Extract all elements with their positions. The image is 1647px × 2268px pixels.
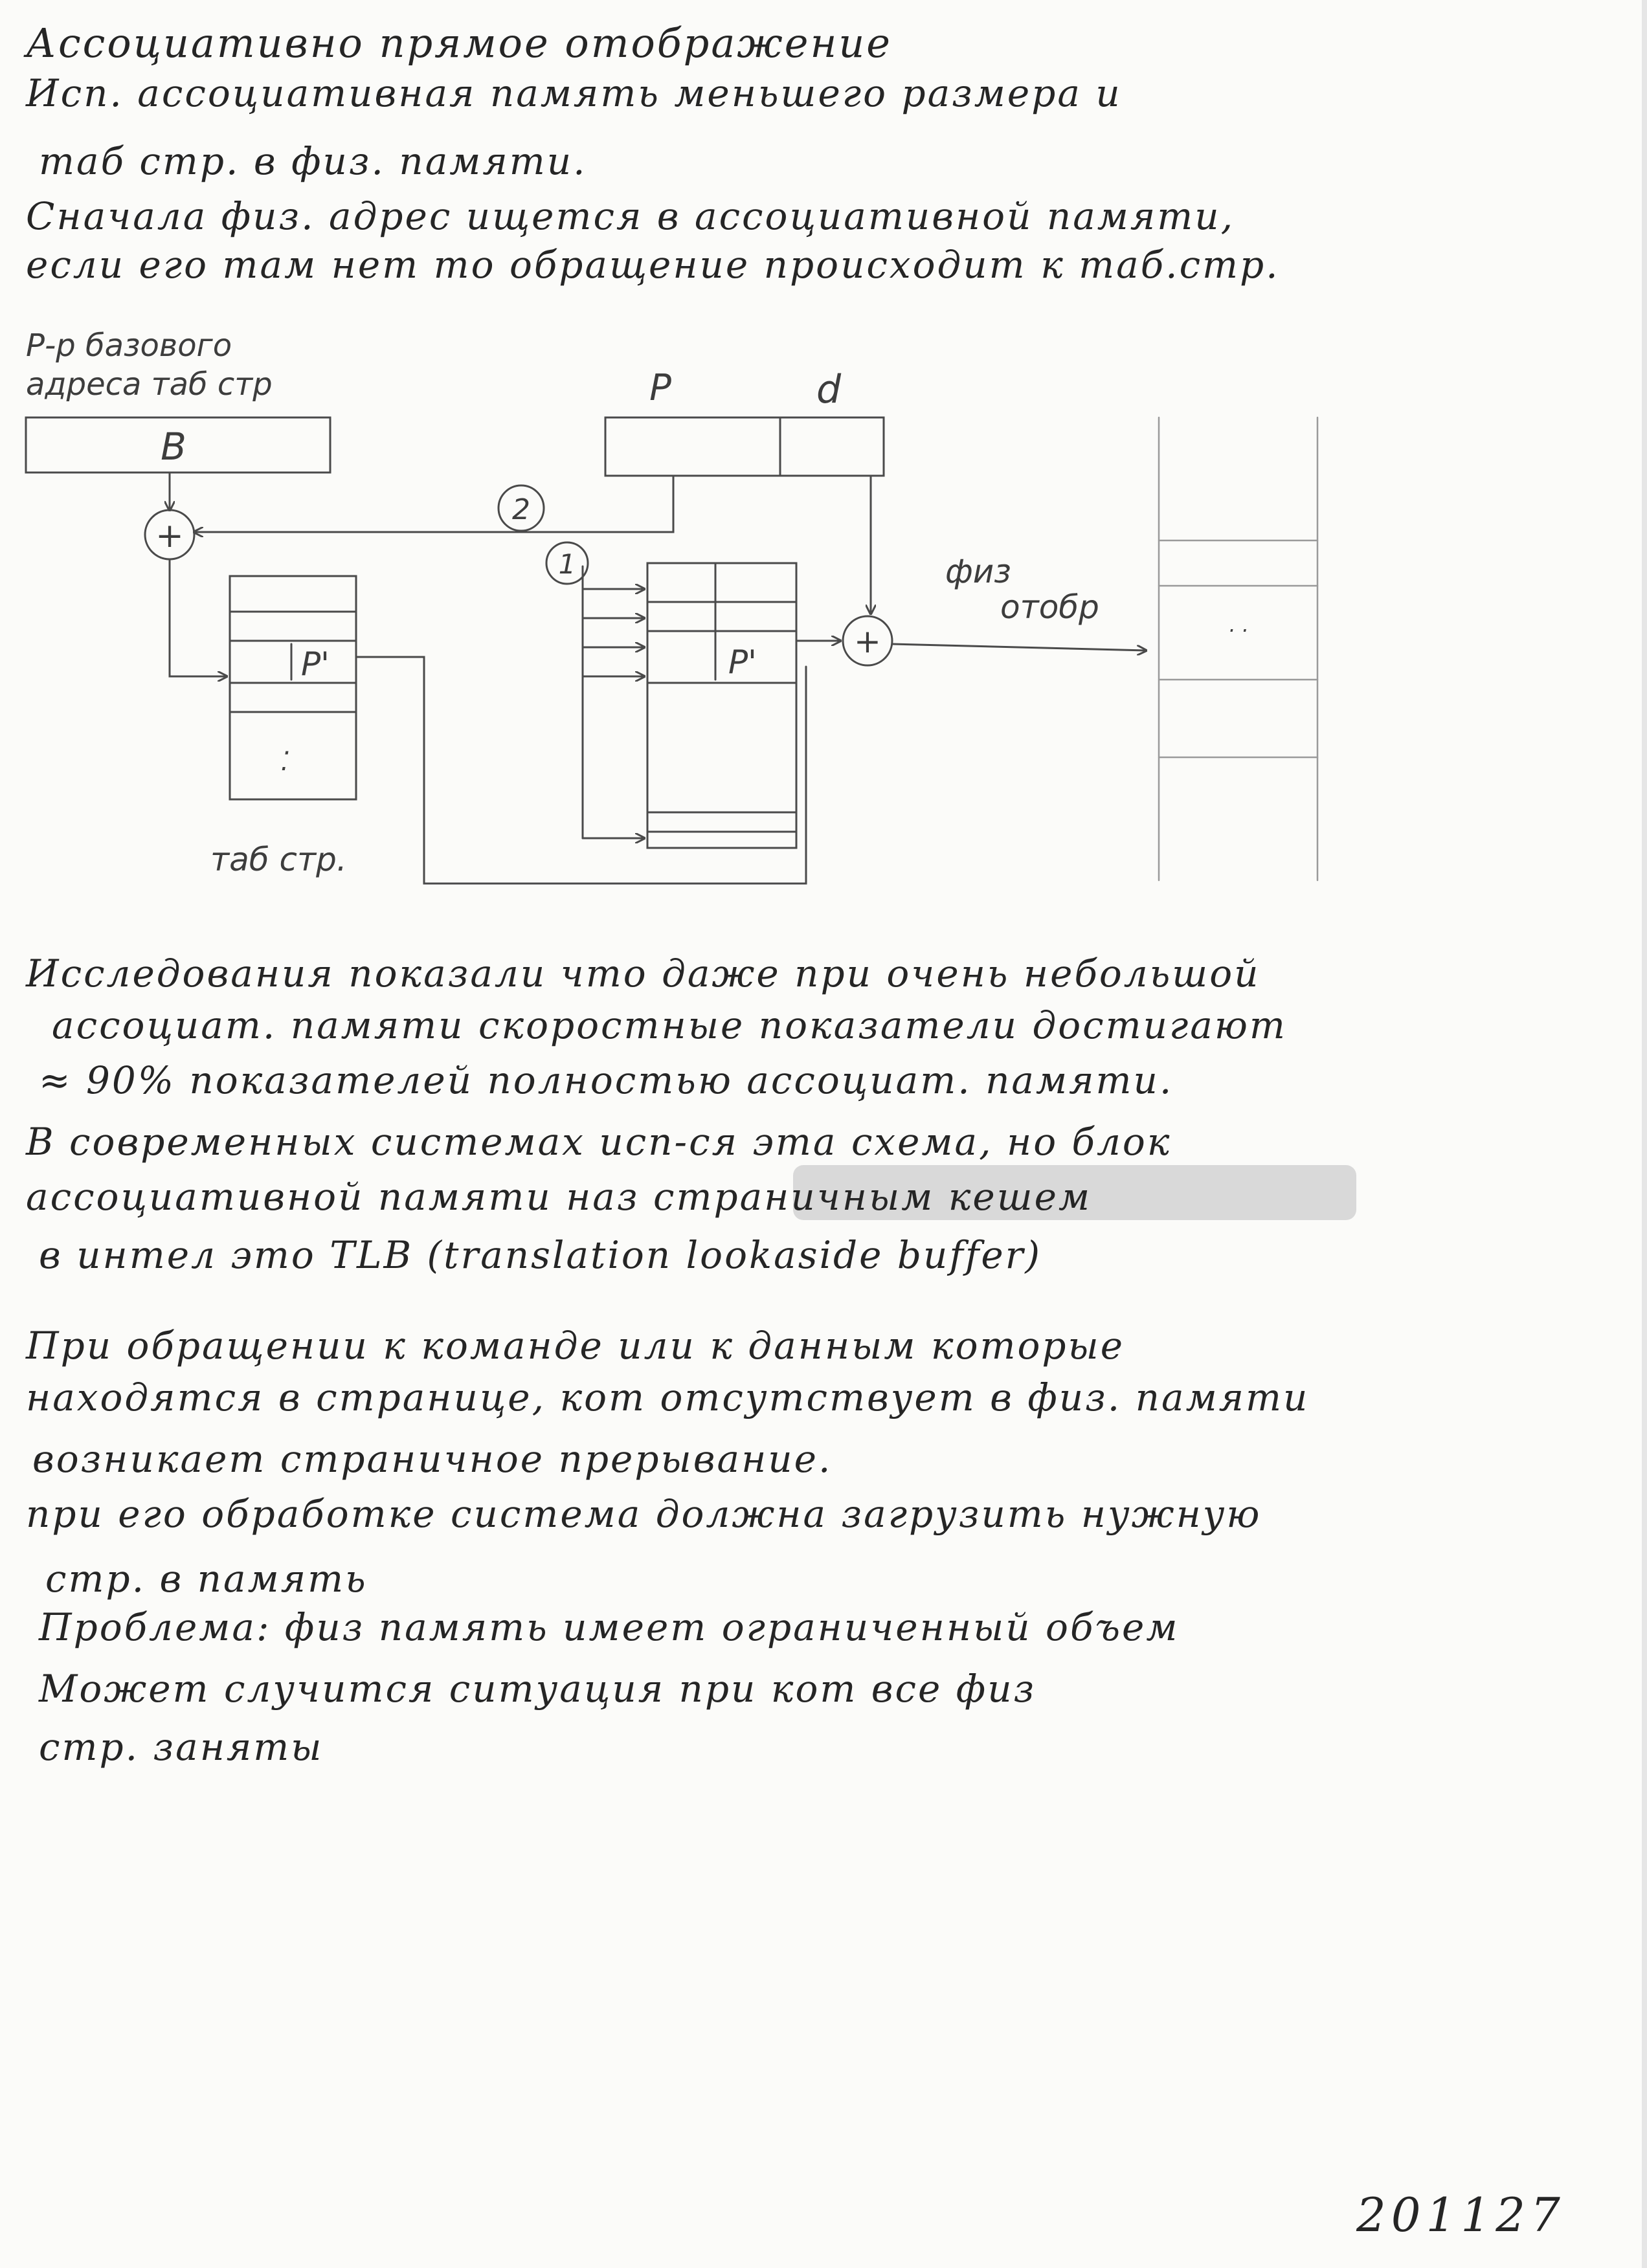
paragraph-2-line-1: В современных системах исп-ся эта схема,…	[26, 1120, 1172, 1164]
physical-memory-dots: · ·	[1228, 618, 1248, 643]
paragraph-2-line-2: ассоциативной памяти наз страничным кеше…	[26, 1175, 1092, 1219]
paragraph-3-line-4: при его обработке система должна загрузи…	[26, 1492, 1262, 1536]
paragraph-4-line-2: Может случится ситуация при кот все физ	[39, 1667, 1036, 1711]
right-adder-circle	[842, 615, 893, 667]
address-field-d: d	[816, 367, 842, 412]
page-table-frame-output-line	[355, 656, 807, 885]
base-register-caption-line-2: адреса таб стр	[26, 366, 273, 403]
address-field-p: P	[649, 367, 671, 409]
paragraph-2-line-3: в интел это TLB (translation lookaside b…	[39, 1233, 1042, 1277]
page-table-caption: таб стр.	[210, 841, 347, 878]
paragraph-4-line-3: стр. заняты	[39, 1725, 324, 1769]
base-register-value: B	[161, 425, 186, 469]
physical-mapping-arrow	[891, 643, 1146, 650]
page-table-box	[229, 575, 357, 801]
step-2-label: 2	[512, 493, 530, 526]
paragraph-4-line-1: Проблема: физ память имеет ограниченный …	[39, 1605, 1180, 1649]
intro-line-1: Исп. ассоциативная память меньшего разме…	[26, 71, 1122, 115]
paragraph-1-line-3: ≈ 90% показателей полностью ассоциат. па…	[39, 1058, 1174, 1102]
step-1-badge	[545, 541, 589, 585]
step-1-label: 1	[559, 548, 576, 580]
paragraph-1-line-1: Исследования показали что даже при очень…	[26, 951, 1260, 995]
page-table-dots: ⁚	[281, 747, 289, 777]
intro-line-3: Сначала физ. адрес ищется в ассоциативно…	[26, 194, 1235, 238]
address-register-box	[604, 416, 885, 477]
paragraph-3-line-5: стр. в память	[45, 1557, 368, 1601]
page-number: 201127	[1356, 2188, 1565, 2242]
left-adder-symbol: +	[155, 517, 184, 555]
paging-diagram: Р-р базового адреса таб стр B + P d 2 1 …	[25, 328, 1319, 885]
scan-edge-mark	[1642, 0, 1647, 2268]
adder-to-page-table-arrow	[168, 558, 227, 676]
step-2-badge	[497, 484, 545, 532]
marker-highlight	[793, 1165, 1356, 1220]
page-number-to-adder-line	[194, 474, 675, 532]
right-adder-symbol: +	[854, 623, 881, 660]
intro-line-4: если его там нет то обращение происходит…	[26, 243, 1280, 287]
base-register-caption-line-1: Р-р базового	[26, 328, 232, 364]
paragraph-1-line-2: ассоциат. памяти скоростные показатели д…	[52, 1003, 1287, 1047]
physical-mapping-label-1: физ	[945, 553, 1011, 590]
intro-line-2: таб стр. в физ. памяти.	[39, 139, 587, 183]
paragraph-3-line-3: возникает страничное прерывание.	[32, 1437, 833, 1481]
assoc-memory-box	[646, 562, 798, 849]
paragraph-3-line-1: При обращении к команде или к данным кот…	[26, 1324, 1125, 1368]
physical-mapping-label-2: отобр	[1000, 588, 1099, 626]
page-table-frame-cell: P'	[301, 645, 330, 683]
base-register-box	[25, 416, 331, 474]
page-title: Ассоциативно прямое отображение	[26, 19, 892, 67]
paragraph-3-line-2: находятся в странице, кот отсутствует в …	[26, 1375, 1310, 1419]
assoc-memory-frame-cell: P'	[728, 643, 757, 681]
